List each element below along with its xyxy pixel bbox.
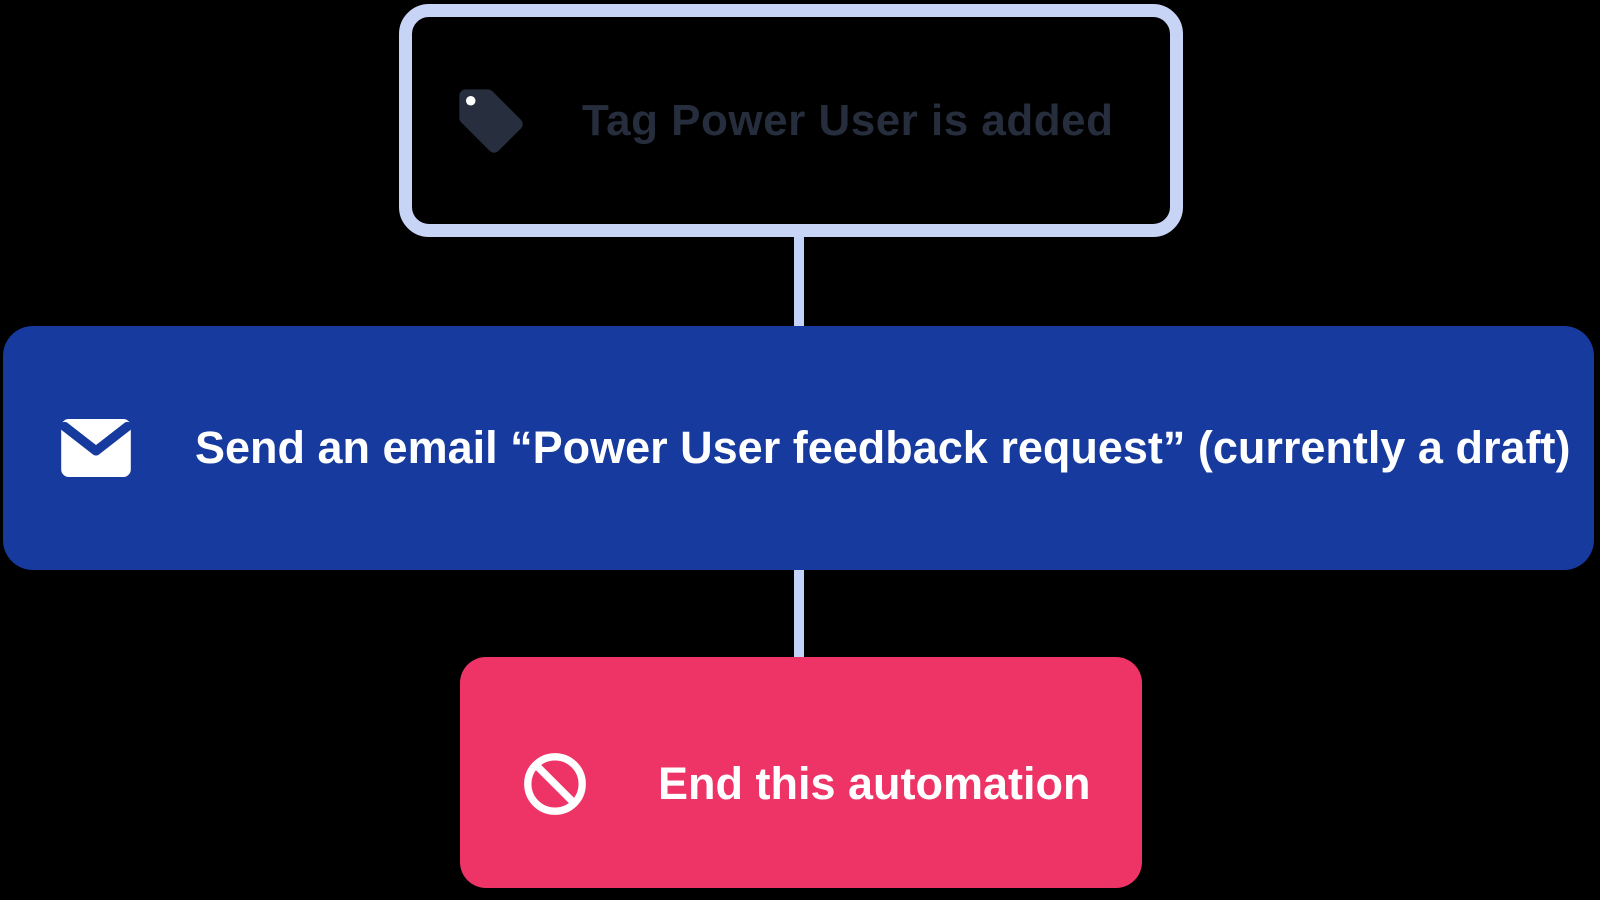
end-node-content: End this automation [521, 750, 1091, 818]
connector-line-top [794, 237, 804, 326]
trigger-node-label: Tag Power User is added [582, 95, 1114, 145]
block-icon [521, 750, 589, 818]
email-node-label: Send an email “Power User feedback reque… [195, 422, 1571, 473]
email-icon [60, 419, 132, 477]
tag-icon [453, 83, 529, 159]
connector-line-bottom [794, 570, 804, 657]
action-node-send-email[interactable]: Send an email “Power User feedback reque… [3, 326, 1594, 570]
end-node-automation[interactable]: End this automation [460, 657, 1142, 888]
trigger-node-tag-added[interactable]: Tag Power User is added [399, 4, 1183, 237]
end-node-label: End this automation [658, 757, 1091, 809]
